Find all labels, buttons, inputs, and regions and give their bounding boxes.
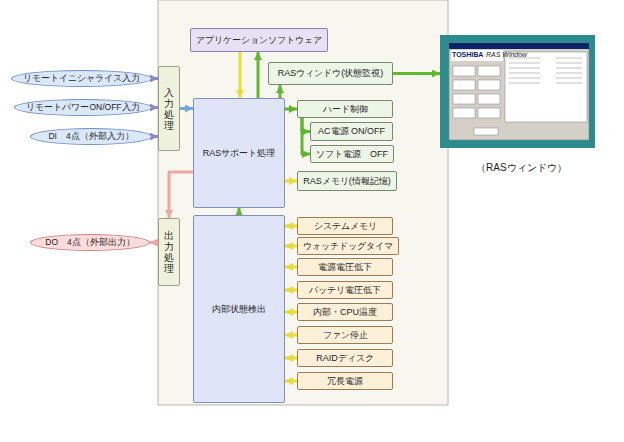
connector-arrow	[285, 245, 297, 248]
ras-window-box: RASウィンドウ(状態監視)	[268, 62, 393, 85]
system-panel	[158, 0, 448, 405]
output-band: 出力処理	[158, 218, 180, 286]
connector-arrow	[285, 334, 297, 337]
connector-arrow	[285, 380, 297, 383]
detection-item: 内部・CPU温度	[297, 303, 393, 321]
detection-item: 冗長電源	[297, 372, 393, 390]
screenshot-text: （RASウィンドウ）	[476, 162, 567, 174]
node-text: ソフト電源 OFF	[316, 149, 388, 159]
control-box: ハード制御	[297, 100, 393, 118]
connector-arrow	[279, 85, 282, 98]
connector-arrow	[285, 357, 297, 360]
node-text: RAIDディスク	[316, 353, 374, 363]
input-band: 入力処理	[158, 66, 180, 151]
connector-arrow	[285, 108, 297, 111]
connector-arrow	[150, 241, 158, 244]
node-text: システムメモリ	[314, 221, 377, 231]
screenshot-text: RAS Window	[486, 51, 527, 59]
detection-item: バッテリ電圧低下	[297, 281, 393, 299]
node-text: 電源電圧低下	[318, 262, 372, 272]
node-text: RASウィンドウ(状態監視)	[278, 68, 384, 78]
output-oval: DO 4点（外部出力）	[30, 234, 150, 251]
connector-arrow	[257, 52, 260, 98]
node-text: ハード制御	[323, 104, 368, 114]
node-text: ウォッチドッグタイマ	[303, 241, 393, 251]
connector-arrow	[180, 107, 193, 110]
node-text: DO 4点（外部出力）	[45, 238, 134, 248]
input-oval: DI 4点（外部入力）	[30, 128, 152, 145]
detection-item: ファン停止	[297, 326, 393, 344]
control-box: AC電源 ON/OFF	[310, 122, 393, 141]
connector-arrow	[239, 52, 242, 98]
process-box: RASサポート処理	[193, 98, 285, 208]
control-box: ソフト電源 OFF	[310, 145, 394, 163]
node-text: バッテリ電圧低下	[309, 285, 381, 295]
connector-arrow	[393, 72, 440, 75]
application-box: アプリケーションソフトウェア	[190, 28, 328, 52]
node-text: 冗長電源	[327, 376, 363, 386]
process-box: 内部状態検出	[193, 215, 285, 403]
connector-arrow	[169, 172, 193, 218]
node-text: リモートイニシャライス入力	[23, 74, 140, 84]
node-text: リモートパワーON/OFF入力	[26, 103, 139, 113]
input-oval: リモートパワーON/OFF入力	[14, 99, 152, 116]
node-text: RASサポート処理	[203, 148, 276, 158]
connector-arrow	[285, 266, 297, 269]
connector-arrow	[302, 118, 310, 154]
detection-item: 電源電圧低下	[297, 258, 393, 276]
node-text: 出力処理	[164, 230, 174, 274]
detection-item: システムメモリ	[297, 217, 393, 235]
node-text: AC電源 ON/OFF	[318, 126, 385, 136]
node-text: 入力処理	[164, 87, 174, 131]
connector-arrow	[285, 180, 297, 183]
detection-item: ウォッチドッグタイマ	[297, 237, 399, 255]
memory-box: RASメモリ(情報記憶)	[297, 171, 397, 191]
node-text: DI 4点（外部入力）	[48, 132, 133, 142]
screenshot-text: TOSHIBA	[452, 51, 483, 59]
ras-window-screenshot	[440, 35, 595, 148]
detection-item: RAIDディスク	[297, 349, 393, 367]
screenshot: TOSHIBARAS Window（RASウィンドウ）	[440, 35, 595, 148]
input-oval: リモートイニシャライス入力	[11, 70, 152, 87]
node-text: 内部状態検出	[212, 304, 266, 314]
connector-arrow	[285, 311, 297, 314]
connector-arrow	[238, 208, 241, 215]
node-text: RASメモリ(情報記憶)	[303, 176, 391, 186]
node-text: アプリケーションソフトウェア	[196, 35, 322, 45]
node-text: ファン停止	[323, 330, 368, 340]
connector-arrow	[285, 289, 297, 292]
node-text: 内部・CPU温度	[313, 307, 377, 317]
connector-arrow	[285, 225, 297, 228]
